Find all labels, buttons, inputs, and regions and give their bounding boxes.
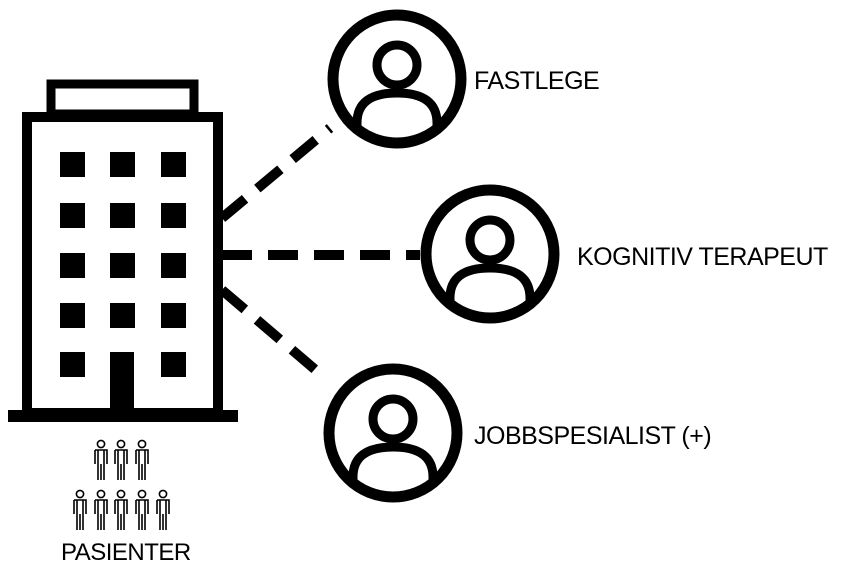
patient-figure-icon bbox=[114, 439, 128, 480]
patient-figure-icon bbox=[156, 489, 170, 530]
person-icon bbox=[420, 184, 560, 324]
building-window bbox=[161, 303, 186, 328]
building-window bbox=[161, 152, 186, 177]
label-pasienter: PASIENTER bbox=[61, 539, 191, 566]
edge-clinic-jobb bbox=[218, 286, 329, 382]
building-windows bbox=[60, 152, 186, 377]
building-window bbox=[60, 152, 85, 177]
label-fastlege: FASTLEGE bbox=[474, 67, 600, 95]
building-window bbox=[60, 303, 85, 328]
person-icon bbox=[323, 363, 463, 503]
patient-figure-icon bbox=[94, 439, 108, 480]
building-window bbox=[110, 303, 135, 328]
people-group-icon bbox=[73, 439, 170, 530]
building-door bbox=[110, 352, 134, 414]
patient-figure-icon bbox=[94, 489, 108, 530]
building-window bbox=[161, 253, 186, 278]
building-window bbox=[110, 152, 135, 177]
building-window bbox=[60, 253, 85, 278]
building-window bbox=[161, 203, 186, 228]
edge-clinic-fastlege bbox=[218, 124, 334, 222]
building-base bbox=[8, 410, 238, 422]
patient-figure-icon bbox=[135, 489, 149, 530]
connector-lines bbox=[218, 124, 420, 382]
building-window bbox=[60, 352, 85, 377]
building-roof bbox=[46, 79, 199, 119]
building-icon bbox=[8, 79, 238, 422]
patient-figure-icon bbox=[114, 489, 128, 530]
building-window bbox=[110, 253, 135, 278]
label-kognitiv-terapeut: KOGNITIV TERAPEUT bbox=[577, 243, 828, 271]
label-jobbspesialist: JOBBSPESIALIST (+) bbox=[474, 422, 712, 450]
building-window bbox=[60, 203, 85, 228]
patient-figure-icon bbox=[73, 489, 87, 530]
person-icon bbox=[327, 9, 467, 149]
patient-figure-icon bbox=[135, 439, 149, 480]
building-window bbox=[161, 352, 186, 377]
building-window bbox=[110, 203, 135, 228]
